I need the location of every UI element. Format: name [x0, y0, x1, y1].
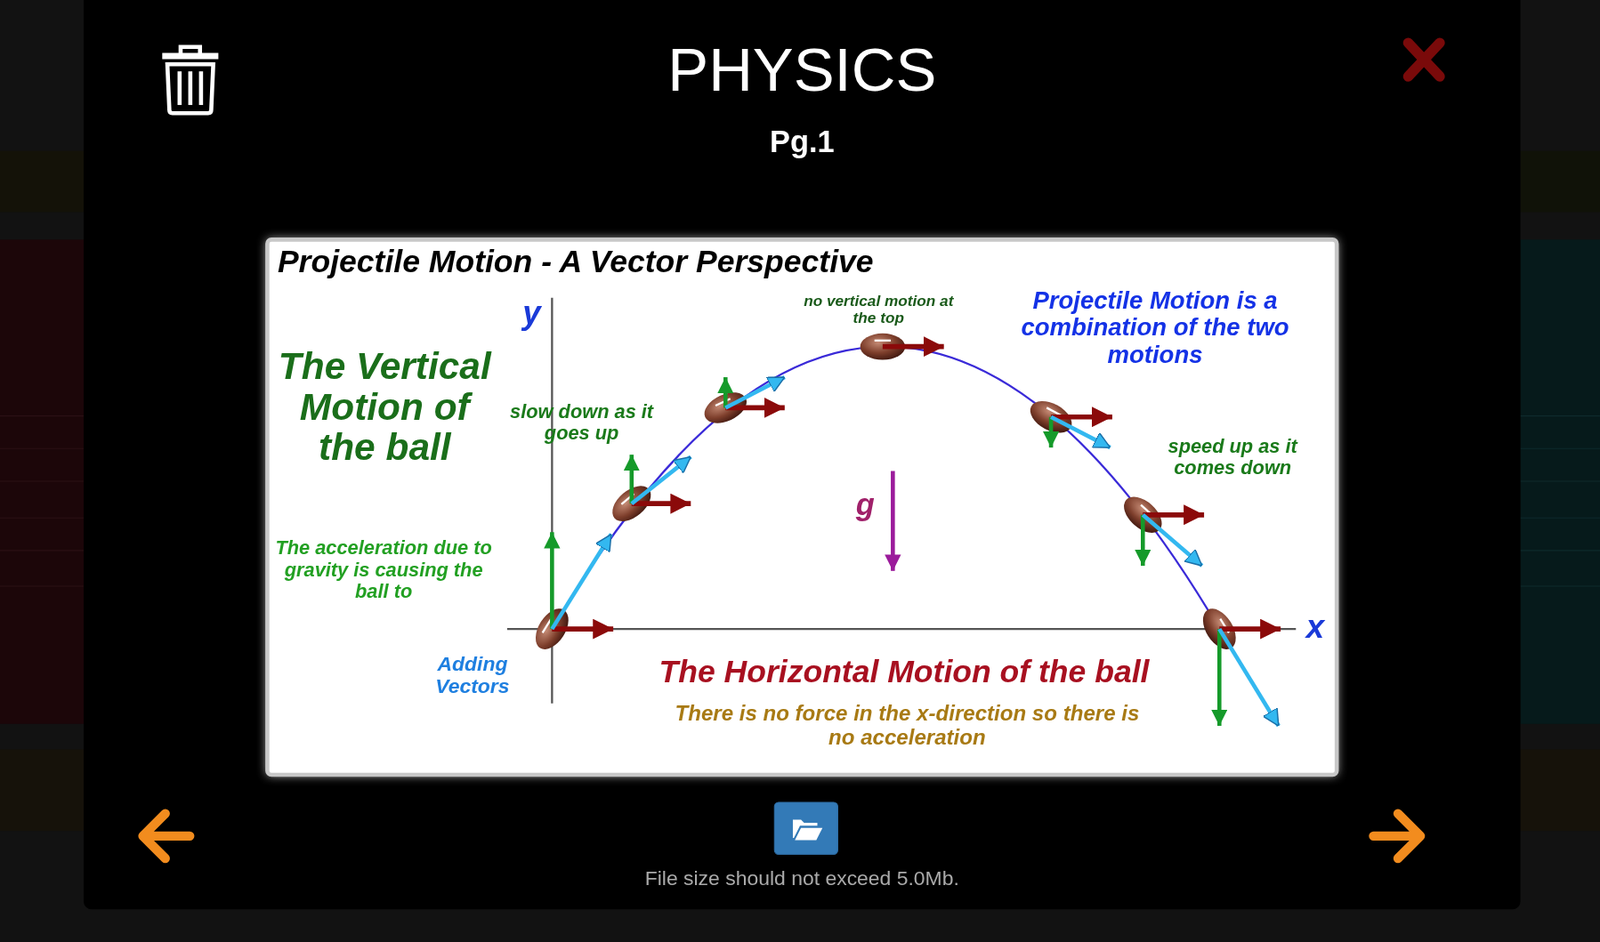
trash-icon [161, 47, 219, 114]
annotation: slow down as it goes up [500, 402, 663, 445]
upload-button [774, 802, 838, 855]
vector-label: g [849, 487, 881, 522]
folder-icon [792, 819, 823, 841]
page-title: PHYSICS [495, 36, 1108, 105]
annotation: no vertical motion at the top [791, 292, 966, 327]
next-arrow [1373, 814, 1421, 859]
gravity-arrow [890, 470, 896, 571]
image-frame [266, 239, 1337, 776]
modal-panel [83, 0, 1521, 910]
annotation: Adding Vectors [421, 653, 525, 698]
annotation: speed up as it comes down [1150, 436, 1314, 480]
annotation: There is no force in the x-direction so … [672, 702, 1142, 750]
x-axis [507, 628, 1296, 631]
horizontal-vectors [551, 347, 1281, 630]
resultant-vectors [551, 377, 1278, 727]
section-heading: The Horizontal Motion of the ball [618, 654, 1190, 690]
page-number: Pg.1 [700, 124, 905, 159]
section-heading: The Vertical Motion of the ball [272, 347, 497, 469]
upload-hint: File size should not exceed 5.0Mb. [547, 866, 1058, 889]
axis-label: y [510, 295, 552, 332]
figure-title: Projectile Motion - A Vector Perspective [277, 244, 993, 280]
prev-arrow [143, 814, 191, 859]
axis-label: x [1300, 609, 1331, 646]
close-icon [1407, 42, 1440, 77]
footballs [528, 333, 1243, 656]
trajectory [551, 347, 1220, 630]
annotation: Projectile Motion is a combination of th… [996, 287, 1313, 369]
annotation: The acceleration due to gravity is causi… [274, 538, 494, 603]
vertical-vectors [551, 377, 1220, 727]
